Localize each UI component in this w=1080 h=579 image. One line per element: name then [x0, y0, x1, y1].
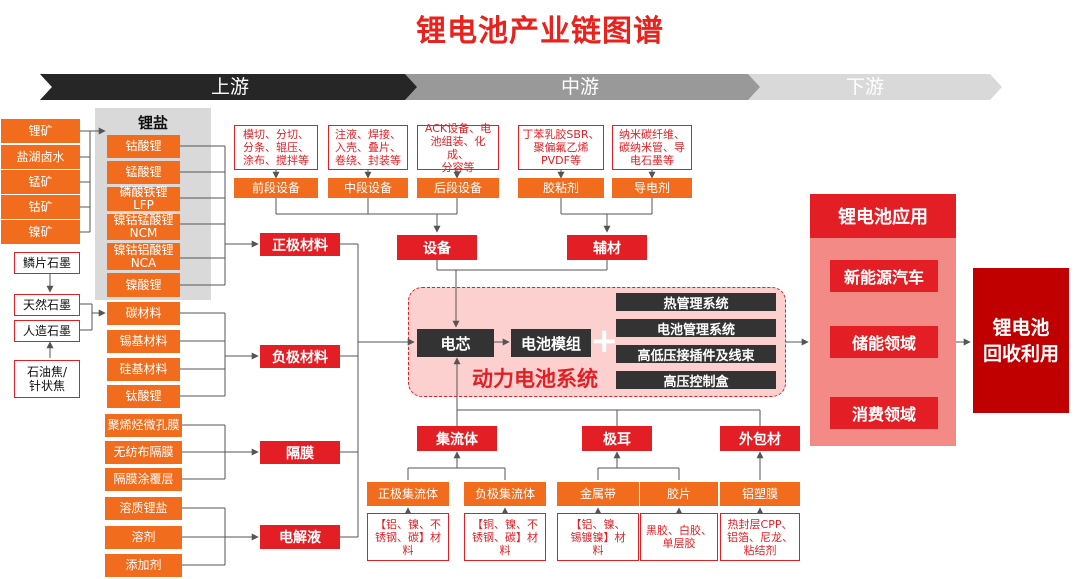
- stage-upstream-label: 上游: [210, 76, 249, 98]
- anode-lto: 钛酸锂: [107, 385, 180, 408]
- equipment-back-stage: 后段设备: [417, 178, 499, 198]
- lithium-salt-lco: 钴酸锂: [107, 135, 180, 158]
- separator-nonwoven: 无纺布隔膜: [105, 441, 182, 464]
- power-battery-system-label: 动力电池系统: [472, 367, 598, 391]
- equipment-middle-stage: 中段设备: [328, 178, 408, 198]
- raw-material-lithium-ore: 锂矿: [1, 119, 80, 143]
- battery-cell: 电芯: [417, 329, 494, 357]
- lithium-salt-lmo: 锰酸锂: [107, 161, 180, 184]
- stage-downstream-label: 下游: [845, 76, 884, 98]
- equipment-back-detail: ACK设备、电 池组装、化成、 分容等: [417, 122, 499, 174]
- component-tab: 极耳: [582, 426, 652, 451]
- auxiliary-binder-detail: 丁苯乳胶SBR、 聚偏氟乙烯 PVDF等: [518, 125, 604, 170]
- battery-recycling: 锂电池 回收利用: [973, 268, 1069, 413]
- separator-polyolefin: 聚烯烃微孔膜: [105, 414, 182, 437]
- lithium-salt-ncm: 镍钴锰酸锂 NCM: [107, 214, 180, 240]
- system-high-voltage-box: 高压控制盒: [616, 371, 776, 390]
- plus-sign: +: [590, 321, 619, 361]
- detail-negative-collector: 【铜、镍、不 锈钢、碳】材 料: [464, 513, 546, 561]
- type-negative-collector: 负极集流体: [464, 482, 546, 506]
- application-new-energy-vehicle: 新能源汽车: [830, 260, 938, 292]
- stage-midstream-label: 中游: [560, 76, 599, 98]
- equipment-middle-detail: 注液、焊接、 入壳、叠片、 卷绕、封装等: [328, 125, 408, 170]
- lithium-salt-nca: 镍钴铝酸锂 NCA: [107, 243, 180, 270]
- electrolyte-solvent: 溶剂: [105, 526, 182, 549]
- detail-metal-strip: 【铝、镍、 锡镀镍】材 料: [557, 513, 639, 561]
- category-separator: 隔膜: [260, 441, 340, 464]
- detail-film: 黑胶、白胶、 单层胶: [640, 513, 718, 561]
- auxiliary-conductive-agent: 导电剂: [612, 178, 692, 198]
- raw-material-manganese-ore: 锰矿: [1, 170, 80, 194]
- category-cathode: 正极材料: [260, 233, 340, 256]
- application-title: 锂电池应用: [810, 194, 956, 238]
- type-aluminum-plastic-film: 铝塑膜: [720, 482, 800, 506]
- petroleum-needle-coke: 石油焦/ 针状焦: [14, 360, 80, 398]
- component-packaging: 外包材: [720, 426, 800, 451]
- system-thermal-management: 热管理系统: [616, 293, 776, 312]
- detail-aluminum-plastic-film: 热封层CPP、 铝箔、尼龙、 粘结剂: [720, 513, 800, 561]
- type-film: 胶片: [640, 482, 718, 506]
- detail-positive-collector: 【铝、镍、不 锈钢、碳】材 料: [367, 513, 449, 561]
- component-current-collector: 集流体: [417, 426, 497, 451]
- raw-material-nickel-ore: 镍矿: [1, 220, 80, 244]
- equipment-front-detail: 模切、分切、 分条、辊压、 涂布、搅拌等: [234, 125, 318, 170]
- equipment-box: 设备: [397, 235, 477, 260]
- anode-carbon: 碳材料: [107, 302, 180, 325]
- page-title: 锂电池产业链图谱: [416, 14, 664, 49]
- auxiliary-box: 辅材: [567, 235, 647, 260]
- lithium-salt-lfp: 磷酸铁锂 LFP: [107, 186, 180, 212]
- natural-graphite: 天然石墨: [14, 294, 80, 316]
- flake-graphite: 鳞片石墨: [14, 252, 80, 274]
- application-consumer: 消费领域: [830, 397, 938, 429]
- type-metal-strip: 金属带: [557, 482, 639, 506]
- electrolyte-solute: 溶质锂盐: [105, 497, 182, 520]
- battery-module: 电池模组: [511, 329, 591, 357]
- anode-silicon: 硅基材料: [107, 358, 180, 381]
- anode-tin: 锡基材料: [107, 330, 180, 353]
- type-positive-collector: 正极集流体: [367, 482, 449, 506]
- system-battery-management: 电池管理系统: [616, 319, 776, 338]
- system-connectors-harness: 高低压接插件及线束: [616, 345, 776, 364]
- auxiliary-binder: 胶粘剂: [518, 178, 604, 198]
- auxiliary-conductive-detail: 纳米碳纤维、 碳纳米管、导 电石墨等: [612, 125, 692, 170]
- category-anode: 负极材料: [260, 345, 340, 368]
- lithium-salt-header: 锂盐: [137, 114, 168, 132]
- lithium-salt-lno: 镍酸锂: [107, 273, 180, 297]
- equipment-front-stage: 前段设备: [234, 178, 318, 198]
- raw-material-salt-lake-brine: 盐湖卤水: [1, 145, 80, 169]
- stage-upstream-shape: [40, 74, 417, 100]
- application-energy-storage: 储能领域: [830, 326, 938, 358]
- raw-material-cobalt-ore: 钴矿: [1, 195, 80, 219]
- category-electrolyte: 电解液: [260, 525, 340, 549]
- artificial-graphite: 人造石墨: [14, 320, 80, 342]
- electrolyte-additive: 添加剂: [105, 554, 182, 577]
- separator-coating: 隔膜涂覆层: [105, 468, 182, 491]
